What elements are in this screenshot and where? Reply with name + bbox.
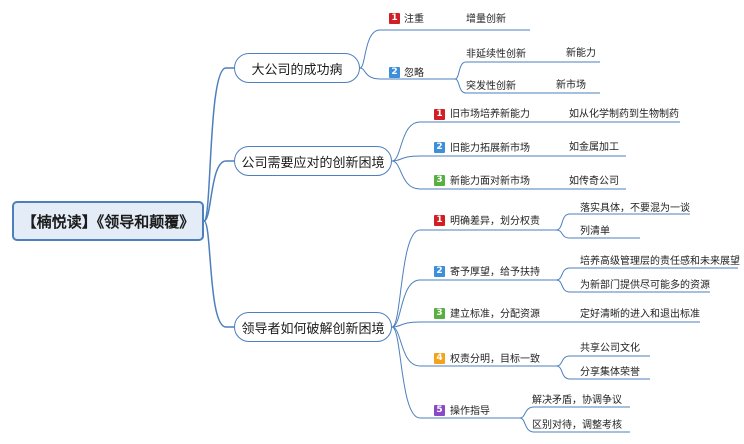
subtopic-label[interactable]: 非延续性创新 bbox=[466, 49, 526, 60]
topic-label[interactable]: 操作指导 bbox=[450, 406, 490, 417]
priority-3-icon: 3 bbox=[434, 175, 445, 186]
branch-title-innovation-dilemma[interactable]: 公司需要应对的创新困境 bbox=[234, 146, 392, 176]
subtopic-label[interactable]: 如传奇公司 bbox=[569, 176, 619, 187]
priority-2-icon: 2 bbox=[434, 142, 445, 153]
topic-label[interactable]: 寄予厚望，给予扶持 bbox=[450, 267, 540, 278]
root-topic[interactable]: 【楠悦读】《领导和颠覆》 bbox=[12, 201, 204, 241]
subtopic-label[interactable]: 区别对待，调整考核 bbox=[532, 420, 622, 431]
subtopic-label[interactable]: 解决矛盾，协调争议 bbox=[532, 395, 622, 406]
subtopic-label[interactable]: 定好清晰的进入和退出标准 bbox=[580, 309, 700, 320]
subtopic-label[interactable]: 列清单 bbox=[580, 226, 610, 237]
subtopic-label[interactable]: 增量创新 bbox=[466, 14, 506, 25]
subtopic-label[interactable]: 如金属加工 bbox=[569, 142, 619, 153]
priority-2-icon: 2 bbox=[434, 266, 445, 277]
priority-1-icon: 1 bbox=[434, 215, 445, 226]
branch-title-leader-solutions[interactable]: 领导者如何破解创新困境 bbox=[234, 312, 392, 342]
topic-label[interactable]: 旧市场培养新能力 bbox=[450, 109, 530, 120]
subtopic-label[interactable]: 如从化学制药到生物制药 bbox=[569, 109, 679, 120]
priority-1-icon: 1 bbox=[434, 109, 445, 120]
topic-label[interactable]: 忽略 bbox=[404, 68, 424, 79]
subtopic-label[interactable]: 为新部门提供尽可能多的资源 bbox=[580, 280, 710, 291]
subtopic-label[interactable]: 突发性创新 bbox=[466, 81, 516, 92]
branch-title-success-disease[interactable]: 大公司的成功病 bbox=[234, 53, 360, 83]
priority-4-icon: 4 bbox=[434, 353, 445, 364]
topic-label[interactable]: 注重 bbox=[404, 14, 424, 25]
priority-5-icon: 5 bbox=[434, 405, 445, 416]
topic-label[interactable]: 建立标准，分配资源 bbox=[450, 309, 540, 320]
topic-label[interactable]: 明确差异，划分权责 bbox=[450, 216, 540, 227]
topic-label[interactable]: 权责分明，目标一致 bbox=[450, 354, 540, 365]
topic-label[interactable]: 旧能力拓展新市场 bbox=[450, 143, 530, 154]
subtopic-label[interactable]: 培养高级管理层的责任感和未来展望 bbox=[580, 256, 740, 267]
subtopic-label[interactable]: 共享公司文化 bbox=[580, 343, 640, 354]
subtopic-label[interactable]: 分享集体荣誉 bbox=[580, 367, 640, 378]
subtopic-label[interactable]: 新市场 bbox=[556, 80, 586, 91]
priority-2-icon: 2 bbox=[389, 67, 400, 78]
priority-3-icon: 3 bbox=[434, 308, 445, 319]
priority-1-icon: 1 bbox=[389, 13, 400, 24]
topic-label[interactable]: 新能力面对新市场 bbox=[450, 176, 530, 187]
subtopic-label[interactable]: 新能力 bbox=[566, 48, 596, 59]
subtopic-label[interactable]: 落实具体，不要混为一谈 bbox=[580, 203, 690, 214]
